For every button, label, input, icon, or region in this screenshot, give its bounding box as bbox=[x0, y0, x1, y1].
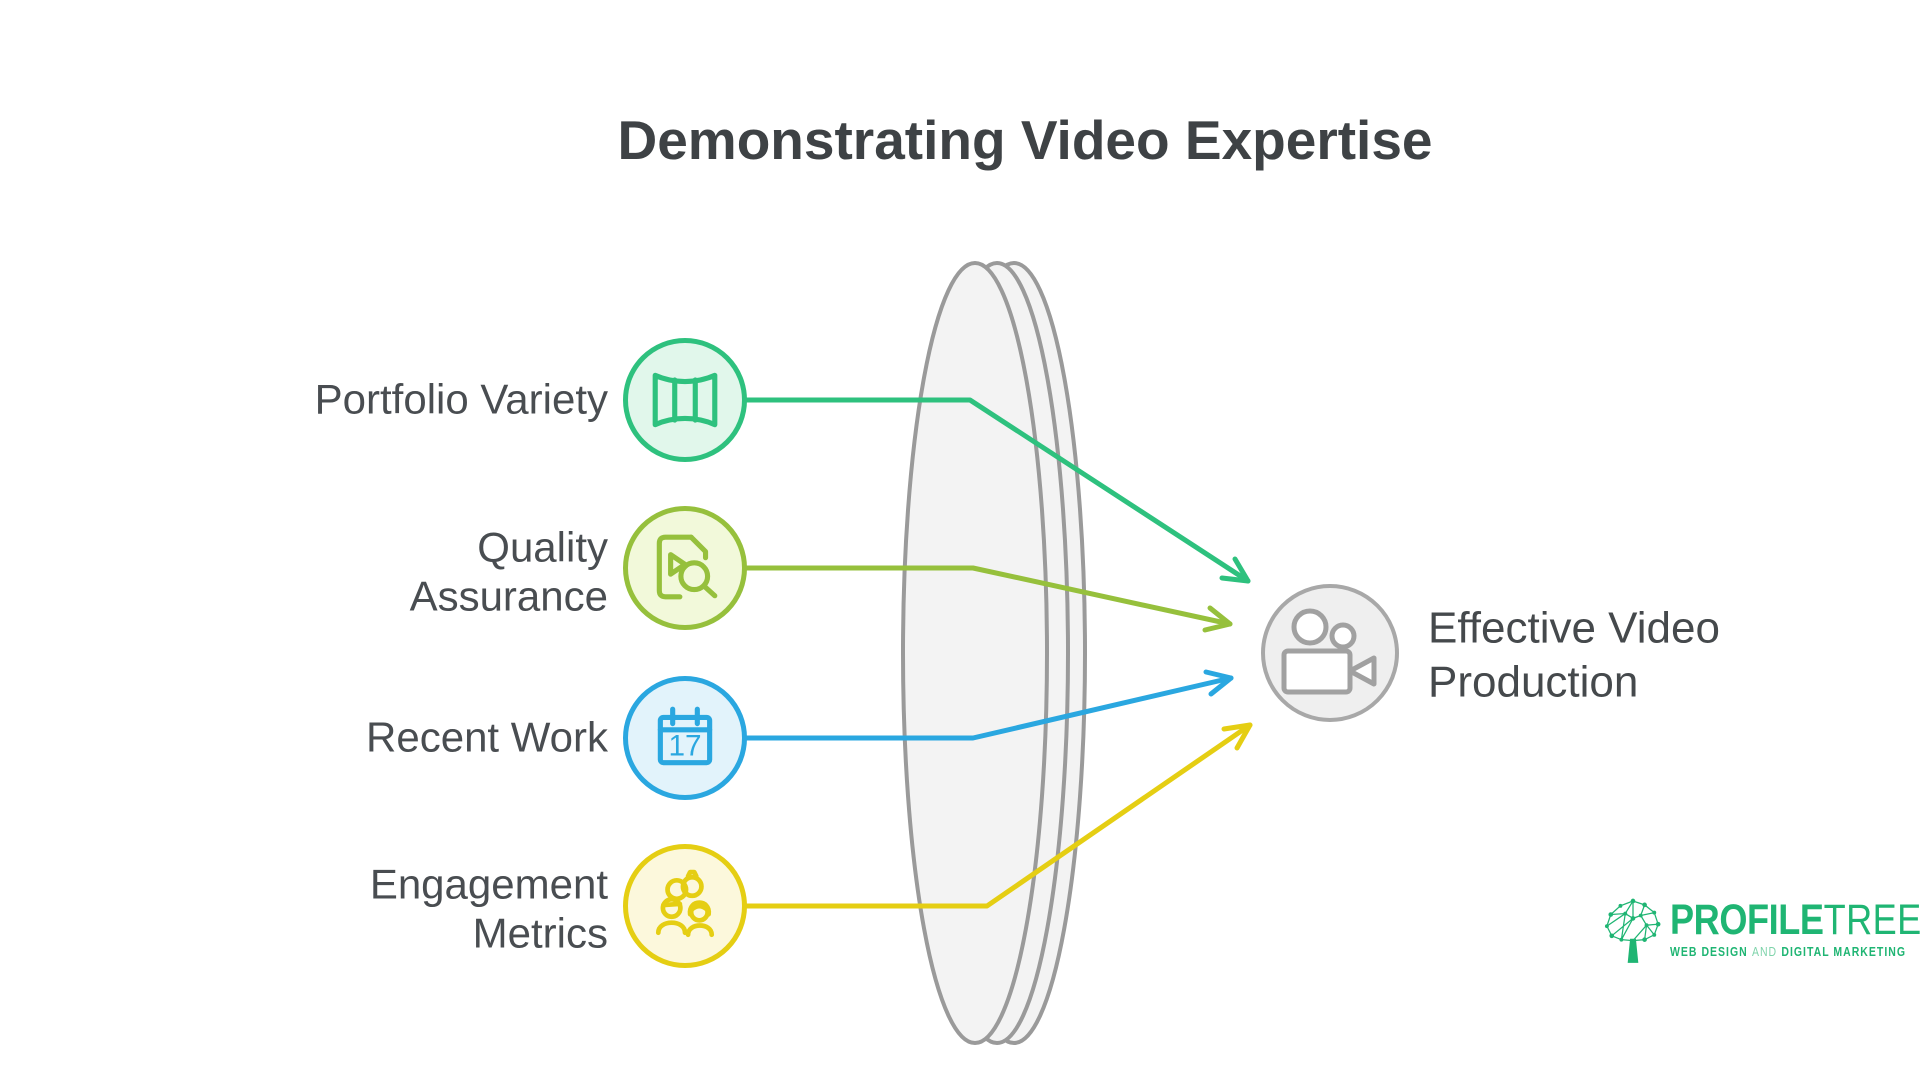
tagline-and: AND bbox=[1751, 945, 1778, 959]
connector-arrow-portfolio bbox=[743, 397, 1251, 584]
video-camera-icon bbox=[1281, 608, 1377, 695]
connector-arrow-engagement bbox=[743, 722, 1253, 909]
brand-name: PROFILETREE bbox=[1670, 899, 1920, 942]
panorama-icon bbox=[652, 372, 718, 428]
item-badge-portfolio-variety bbox=[623, 338, 747, 462]
item-label-portfolio-variety: Portfolio Variety bbox=[314, 375, 608, 423]
tagline-digital-marketing: DIGITAL MARKETING bbox=[1781, 945, 1907, 959]
connector-arrow-quality bbox=[743, 565, 1233, 633]
tree-icon bbox=[1604, 898, 1661, 963]
item-label-recent-work: Recent Work bbox=[366, 713, 608, 761]
connector-arrow-recent bbox=[743, 669, 1234, 741]
item-label-engagement-metrics: Engagement Metrics bbox=[369, 860, 608, 956]
calendar-icon: 17 bbox=[657, 706, 713, 766]
page-title: Demonstrating Video Expertise bbox=[617, 109, 1433, 171]
engagement-icon bbox=[655, 869, 715, 938]
brand-name-tree: TREE bbox=[1823, 896, 1920, 944]
result-node bbox=[1261, 584, 1399, 722]
item-label-quality-assurance: Quality Assurance bbox=[409, 523, 608, 619]
video-file-search-icon bbox=[656, 534, 718, 600]
tagline-web-design: WEB DESIGN bbox=[1670, 945, 1748, 959]
calendar-day-number: 17 bbox=[668, 729, 701, 762]
brand-name-profile: PROFILE bbox=[1670, 896, 1824, 944]
funnel-lens bbox=[901, 261, 1087, 1045]
item-badge-recent-work: 17 bbox=[623, 676, 747, 800]
item-badge-engagement-metrics bbox=[623, 844, 747, 968]
result-label: Effective Video Production bbox=[1428, 603, 1720, 706]
brand-tagline: WEB DESIGN AND DIGITAL MARKETING bbox=[1670, 945, 1920, 959]
brand-logo: PROFILETREE WEB DESIGN AND DIGITAL MARKE… bbox=[1604, 897, 1920, 963]
item-badge-quality-assurance bbox=[623, 506, 747, 630]
